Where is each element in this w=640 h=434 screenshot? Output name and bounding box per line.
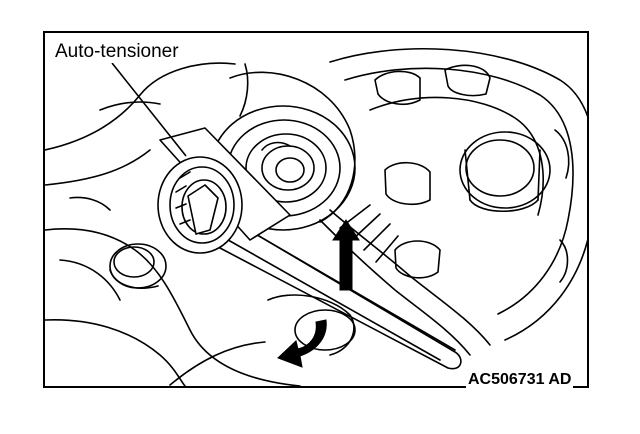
callout-label-auto-tensioner: Auto-tensioner [52,41,182,63]
figure-code: AC506731 AD [466,371,574,389]
engine-block-outline [45,62,301,386]
callout-leader-line [111,62,187,157]
auto-tensioner-body [157,127,291,254]
belt-lower-loop [267,294,356,356]
up-arrow-icon [332,219,360,291]
crankshaft-pulley [329,47,587,341]
rotation-arrow-icon [277,319,327,368]
bolt-head [109,243,167,289]
